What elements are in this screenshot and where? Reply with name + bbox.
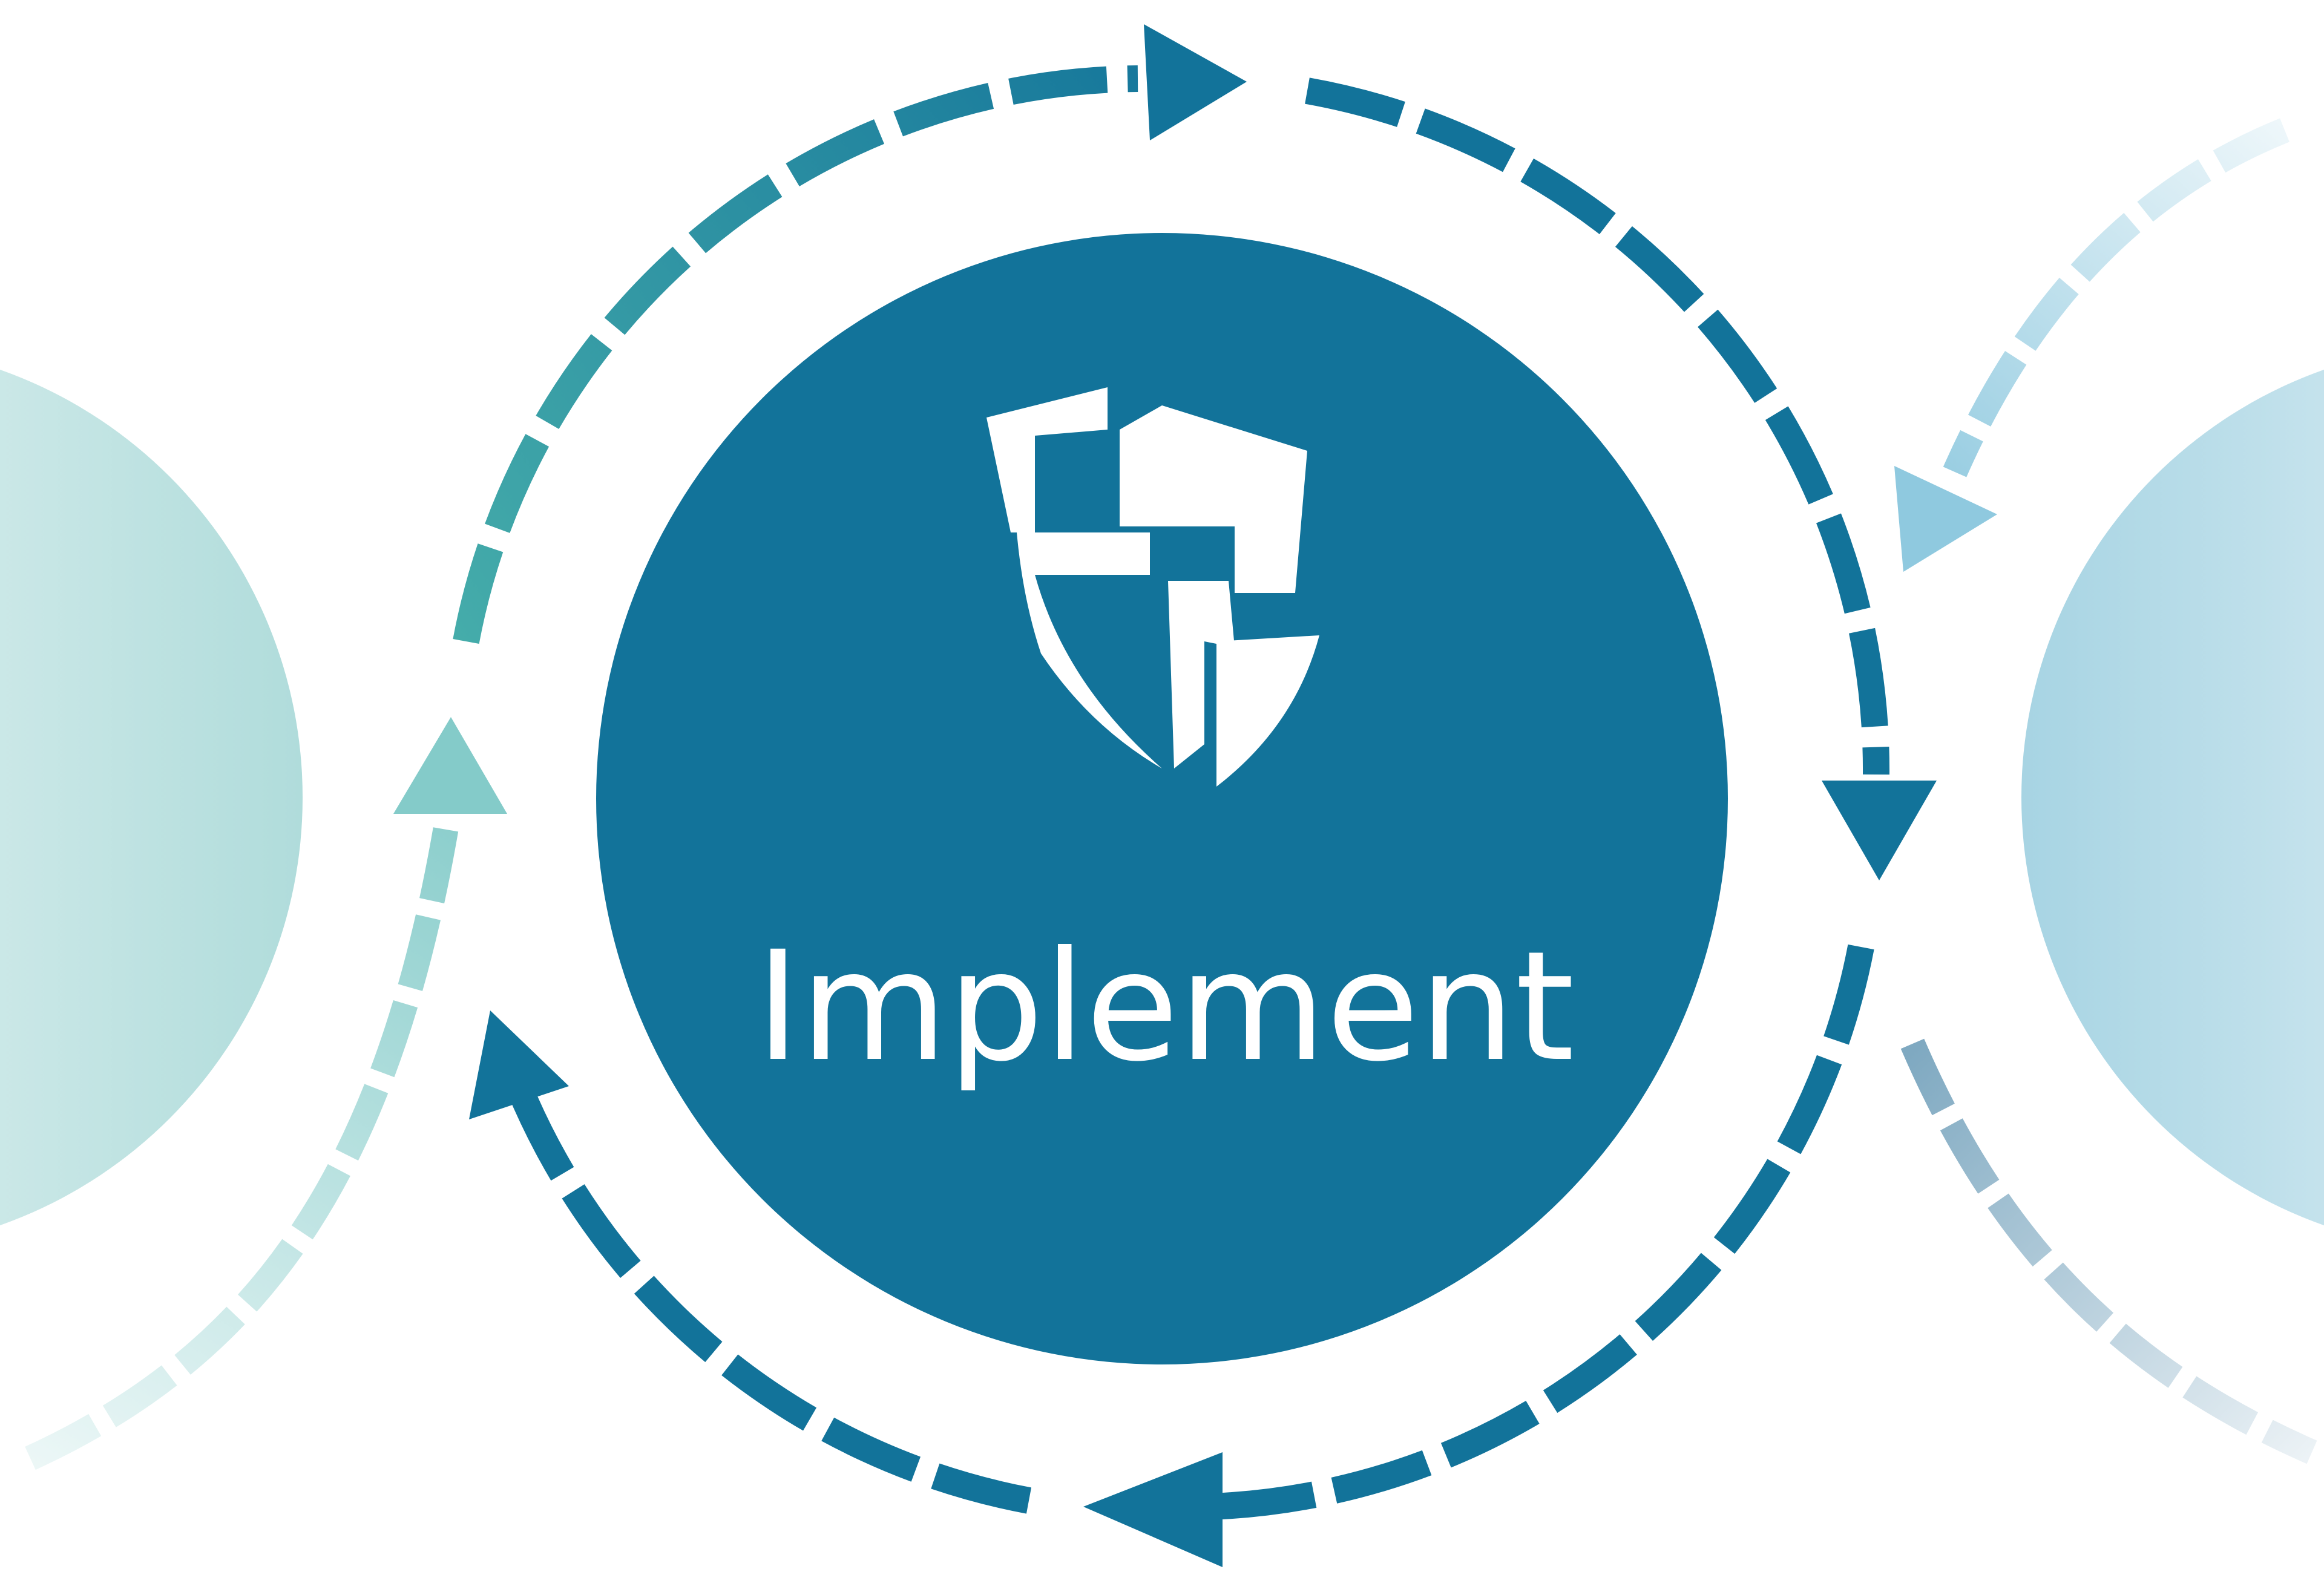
previous-stage-circle [0, 370, 303, 1225]
incoming-connector-left [25, 814, 461, 1470]
cycle-arc-bottom-right [1210, 944, 1874, 1520]
stage-label: Implement [755, 919, 1574, 1095]
next-stage-circle [2021, 370, 2324, 1225]
cycle-arc-right [1305, 77, 1890, 775]
cycle-arrowhead-right [1822, 781, 1937, 880]
incoming-connector-right [1943, 118, 2290, 477]
outgoing-connector-right [1900, 1038, 2317, 1464]
cycle-arrowhead-left [469, 1010, 569, 1119]
cycle-arrowhead-top [1144, 24, 1247, 140]
cycle-arc-top [453, 65, 1138, 644]
cycle-arrowhead-bottom [1083, 1452, 1223, 1567]
incoming-connector-arrowhead [393, 717, 507, 814]
incoming-connector-right-arrowhead [1894, 466, 1997, 572]
implement-stage-circle [596, 233, 1728, 1364]
shield-icon [986, 387, 1319, 787]
